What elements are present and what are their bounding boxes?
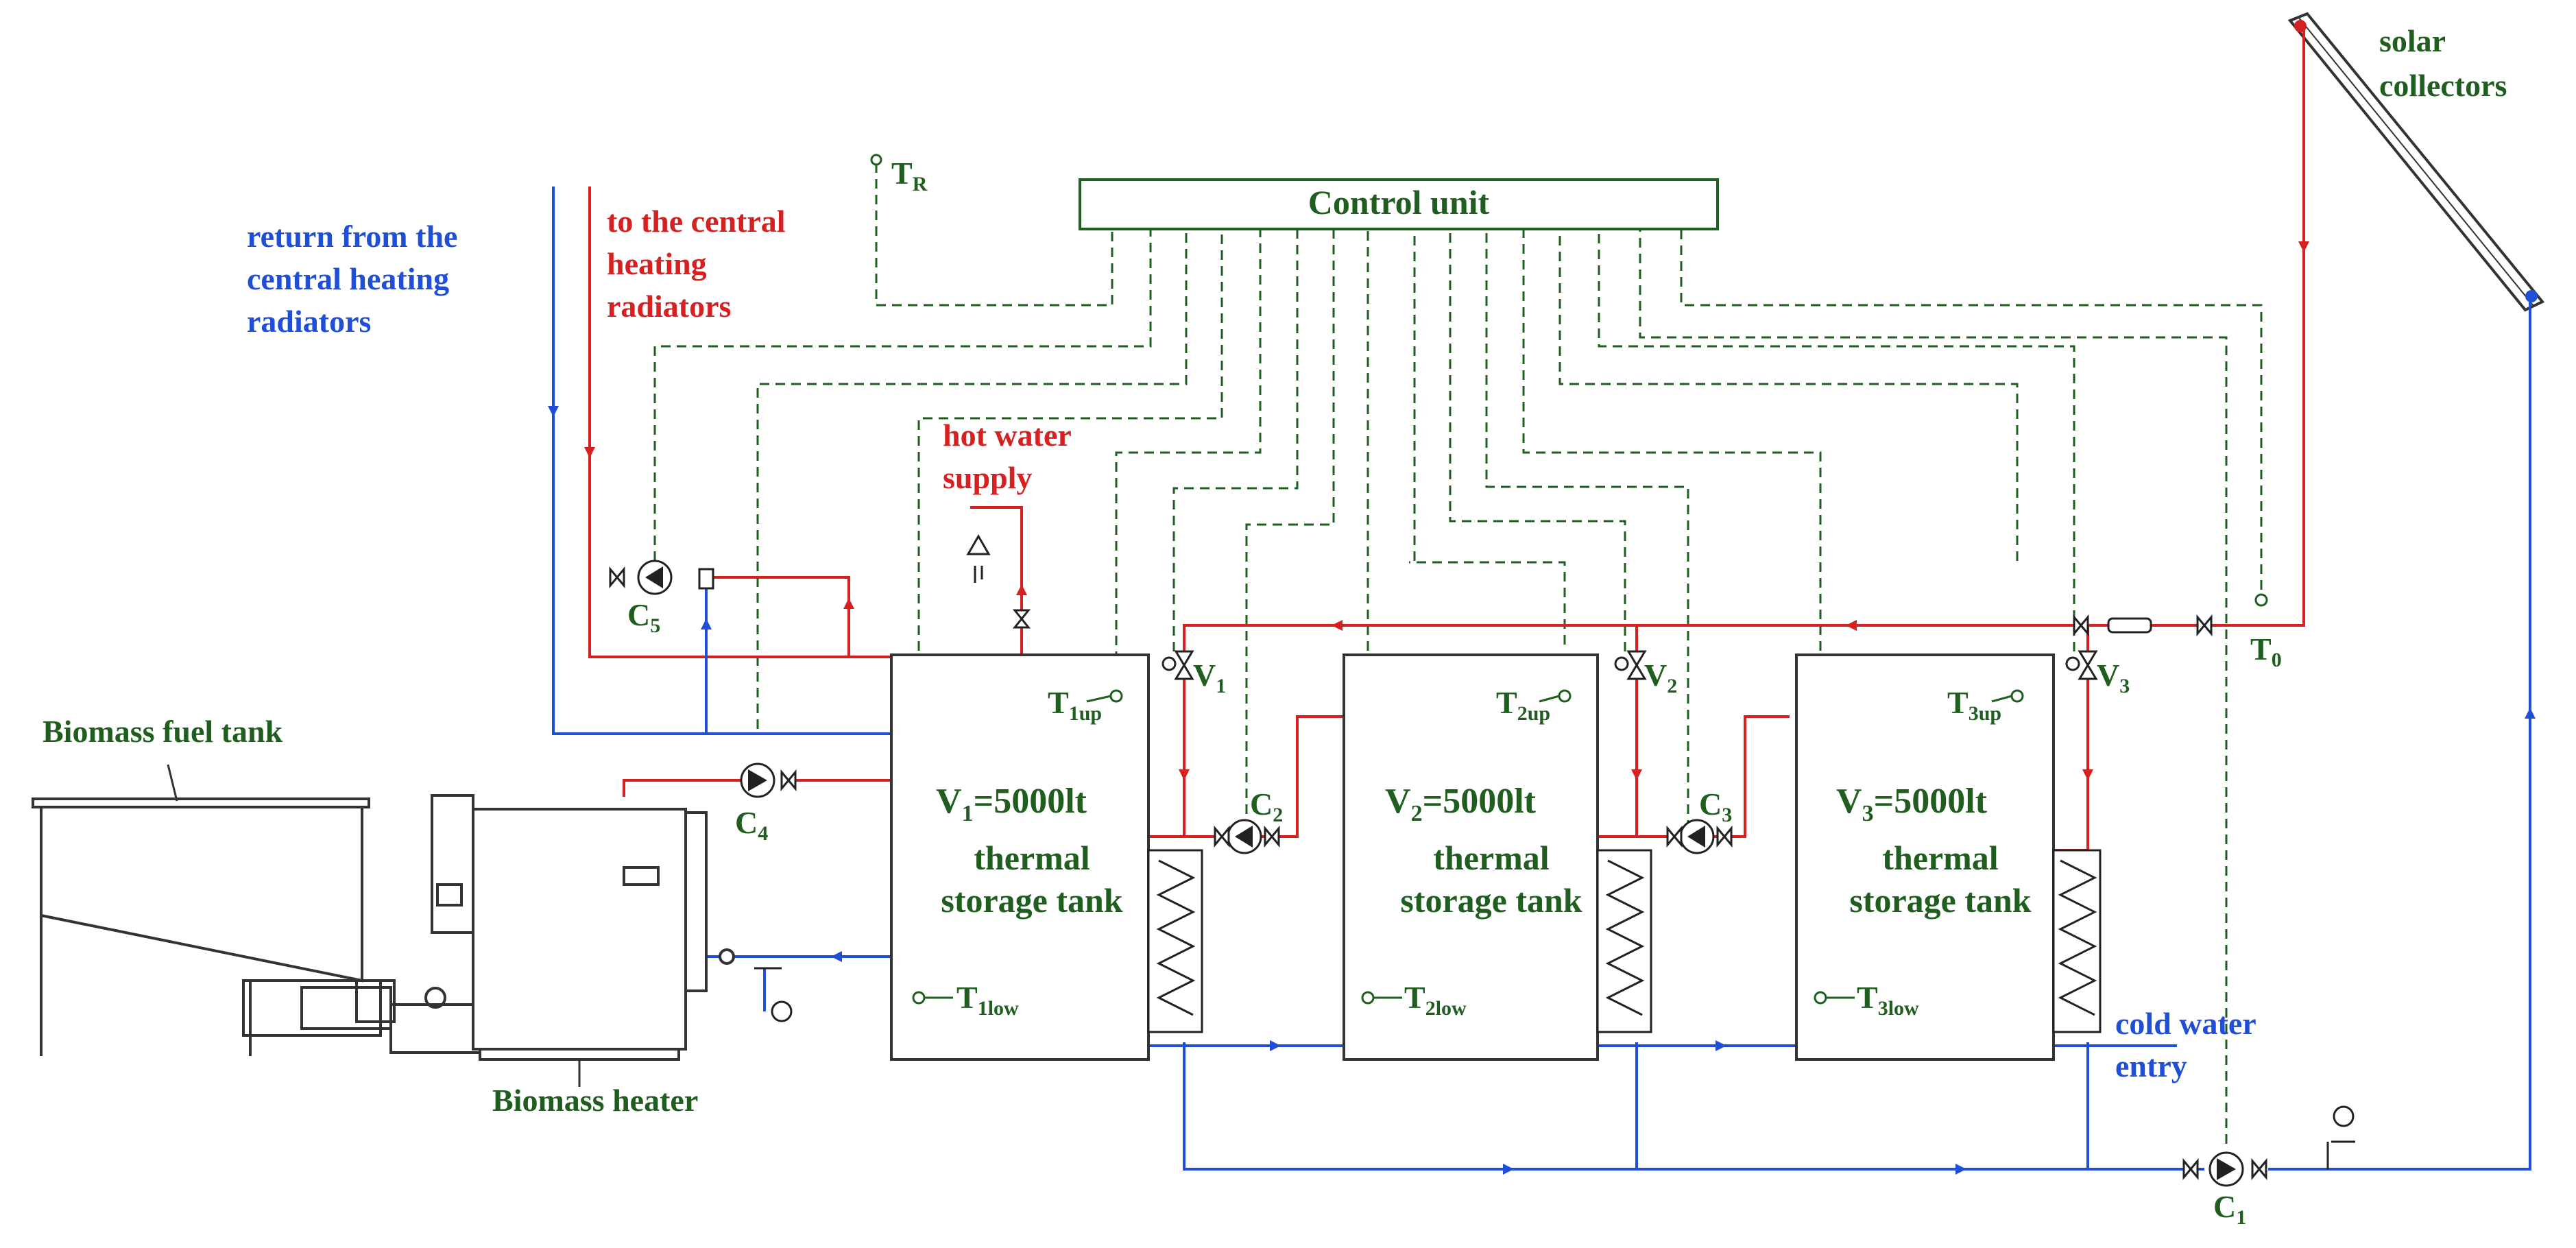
control-unit-label: Control unit xyxy=(1308,183,1490,221)
hot-water-tap-icon xyxy=(966,533,991,583)
solar-collectors-label: solar collectors xyxy=(2379,23,2507,103)
svg-text:radiators: radiators xyxy=(607,289,731,324)
sensor-t0-label: T0 xyxy=(2250,632,2282,671)
valve-v3-label: V3 xyxy=(2097,658,2130,697)
tank-3-volume: V3=5000lt xyxy=(1836,782,1988,826)
pump-c5-label: C5 xyxy=(627,597,660,637)
svg-text:hot water: hot water xyxy=(943,418,1072,453)
svg-text:solar: solar xyxy=(2379,23,2446,58)
sensor-t3low-label: T3low xyxy=(1857,980,1919,1020)
pump-c1-label: C1 xyxy=(2213,1189,2246,1229)
pump-c4-label: C4 xyxy=(735,805,768,845)
three-way-valves xyxy=(698,568,2098,680)
return-radiators-label: return from the central heating radiator… xyxy=(247,219,457,339)
sensor-markers xyxy=(870,154,2268,1005)
sensor-t3up-label: T3up xyxy=(1947,685,2001,725)
filter-element xyxy=(2107,617,2152,634)
cold-water-entry-label: cold water entry xyxy=(2115,1006,2256,1083)
fuel-tank-leader xyxy=(167,764,178,802)
solar-collector xyxy=(2287,12,2545,312)
storage-tank-1 xyxy=(890,653,1203,1061)
svg-text:central heating: central heating xyxy=(247,261,449,296)
tank-3-type-line1: thermal xyxy=(1882,839,1998,877)
valve-v2-label: V2 xyxy=(1644,658,1677,697)
biomass-fuel-tank xyxy=(32,797,481,1056)
heater-label: Biomass heater xyxy=(492,1083,698,1118)
svg-text:to the central: to the central xyxy=(607,204,786,239)
sensor-t1up-label: T1up xyxy=(1048,685,1102,725)
tank-1-type-line2: storage tank xyxy=(941,881,1122,920)
tank-3-type-line2: storage tank xyxy=(1849,881,2031,920)
pump-c3-label: C3 xyxy=(1699,787,1732,826)
biomass-heater xyxy=(431,794,735,1061)
cold-water-pipes xyxy=(548,187,2536,1175)
to-radiators-label: to the central heating radiators xyxy=(607,204,786,324)
sensor-leaders xyxy=(924,695,2012,999)
svg-text:radiators: radiators xyxy=(247,304,371,339)
sensor-tr-label: TR xyxy=(891,156,928,195)
svg-text:return from the: return from the xyxy=(247,219,457,254)
sensor-t1low-label: T1low xyxy=(956,980,1019,1020)
tank-1-volume: V1=5000lt xyxy=(936,782,1087,826)
tank-2-type-line1: thermal xyxy=(1433,839,1549,877)
valve-v1-label: V1 xyxy=(1193,658,1226,697)
hot-water-pipes xyxy=(584,27,2309,852)
tank-2-type-line2: storage tank xyxy=(1400,881,1582,920)
svg-text:collectors: collectors xyxy=(2379,68,2507,103)
pump-c2-label: C2 xyxy=(1250,787,1283,826)
svg-text:heating: heating xyxy=(607,246,707,281)
svg-text:cold water: cold water xyxy=(2115,1006,2256,1041)
hot-water-supply-label: hot water supply xyxy=(943,418,1072,495)
valve-icons xyxy=(609,566,2267,1181)
expansion-vessels xyxy=(754,967,2355,1169)
storage-tank-2 xyxy=(1343,653,1652,1061)
sensor-t2up-label: T2up xyxy=(1496,685,1550,725)
pump-icons xyxy=(637,560,2244,1187)
sensor-t2low-label: T2low xyxy=(1404,980,1467,1020)
control-unit-box xyxy=(1079,178,1719,230)
svg-text:supply: supply xyxy=(943,460,1032,495)
svg-text:entry: entry xyxy=(2115,1048,2187,1083)
tank-1-type-line1: thermal xyxy=(974,839,1090,877)
fuel-tank-label: Biomass fuel tank xyxy=(43,714,283,749)
tank-2-volume: V2=5000lt xyxy=(1385,782,1537,826)
storage-tank-3 xyxy=(1795,653,2102,1061)
